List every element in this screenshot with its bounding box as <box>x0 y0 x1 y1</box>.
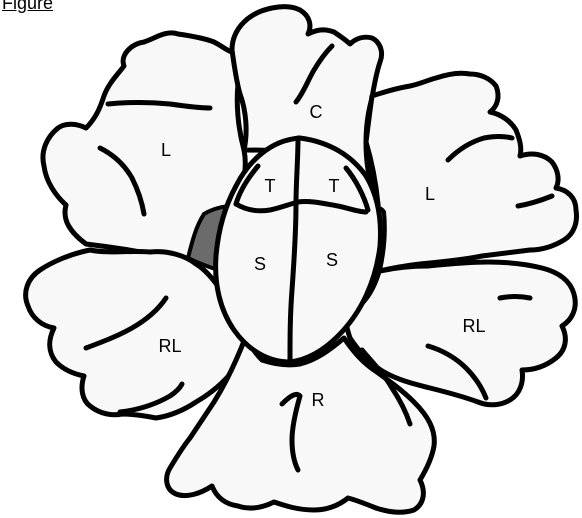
label-l-right: L <box>425 184 435 204</box>
label-s-right: S <box>326 250 338 270</box>
crease-lower-right-b <box>500 297 530 299</box>
label-rl-left: RL <box>158 336 181 356</box>
label-l-left: L <box>161 140 171 160</box>
lobe-lower-left <box>26 250 246 418</box>
label-r: R <box>312 390 325 410</box>
label-t-right: T <box>329 176 340 196</box>
label-s-left: S <box>254 254 266 274</box>
label-t-left: T <box>265 176 276 196</box>
label-rl-right: RL <box>462 316 485 336</box>
lobe-upper-right <box>366 73 577 272</box>
label-c: C <box>310 102 323 122</box>
